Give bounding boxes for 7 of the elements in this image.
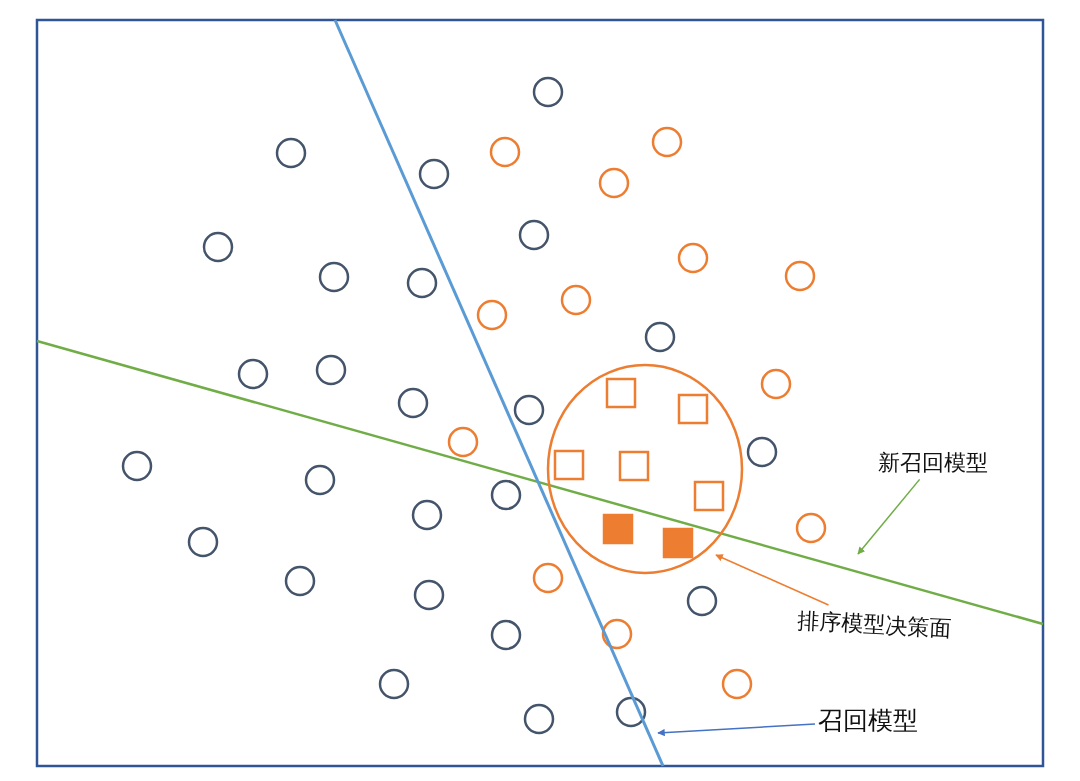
leader-arrow	[715, 554, 830, 606]
annotation-label: 排序模型决策面	[796, 608, 952, 643]
leader-arrow	[857, 478, 921, 555]
annotation-label: 召回模型	[818, 706, 918, 736]
annotation-label: 新召回模型	[878, 450, 988, 477]
decision-line	[333, 19, 665, 767]
leader-arrow	[657, 723, 816, 737]
